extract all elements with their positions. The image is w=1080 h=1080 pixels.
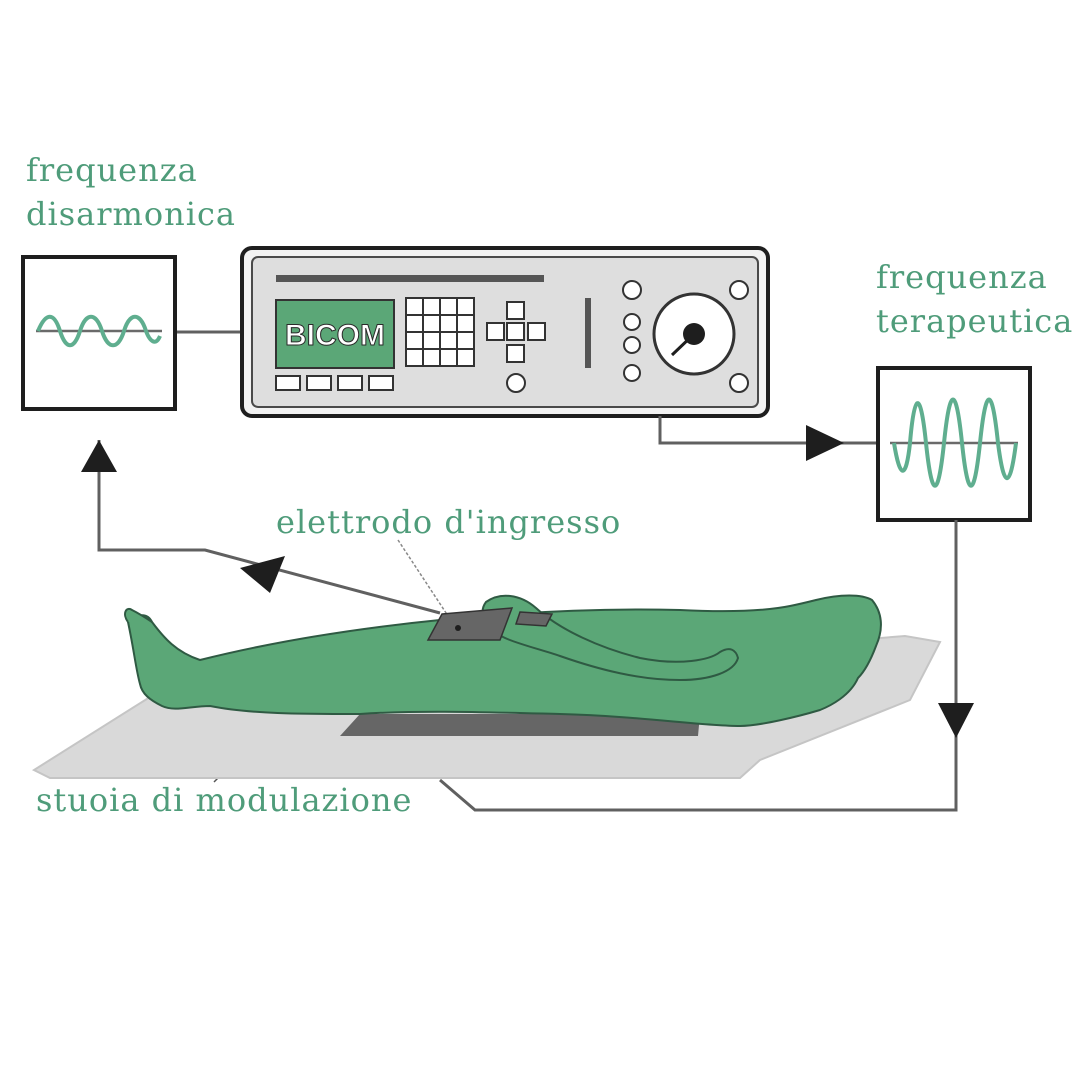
dial-gauge [652, 292, 736, 376]
therapeutic-frequency-label: frequenza terapeutica [876, 258, 1074, 340]
arrow-right-icon [806, 425, 844, 461]
electrode-pad-body [340, 714, 700, 736]
disharmonic-waveform-box [21, 255, 177, 411]
indicator-lights [622, 280, 749, 393]
electrode-leader-line [397, 539, 453, 623]
input-electrode [426, 607, 514, 641]
connector-therapeutic-to-mat [439, 520, 958, 812]
connector-electrode-to-disharmonic [97, 440, 441, 615]
device-function-buttons [275, 375, 394, 391]
input-electrode-label: elettrodo d'ingresso [276, 503, 622, 541]
modulation-mat-label: stuoia di modulazione [36, 781, 413, 819]
input-electrode-secondary [514, 611, 554, 627]
d-pad-buttons [486, 301, 546, 363]
device-knob-small [506, 373, 526, 393]
disharmonic-frequency-label: frequenza disarmonica [26, 151, 236, 233]
waveform-icon [36, 314, 162, 348]
device-screen [275, 299, 395, 369]
device-slider [585, 298, 591, 368]
arrow-left-icon [240, 556, 285, 593]
waveform-icon [892, 397, 1018, 488]
connector-device-to-therapeutic [658, 416, 878, 445]
arrow-up-icon [81, 440, 117, 472]
arrow-down-icon [938, 703, 974, 738]
keypad-grid [405, 297, 475, 367]
device-screen-label: BICOM [285, 319, 385, 352]
bicom-device [240, 246, 770, 418]
therapeutic-waveform-box [876, 366, 1032, 522]
